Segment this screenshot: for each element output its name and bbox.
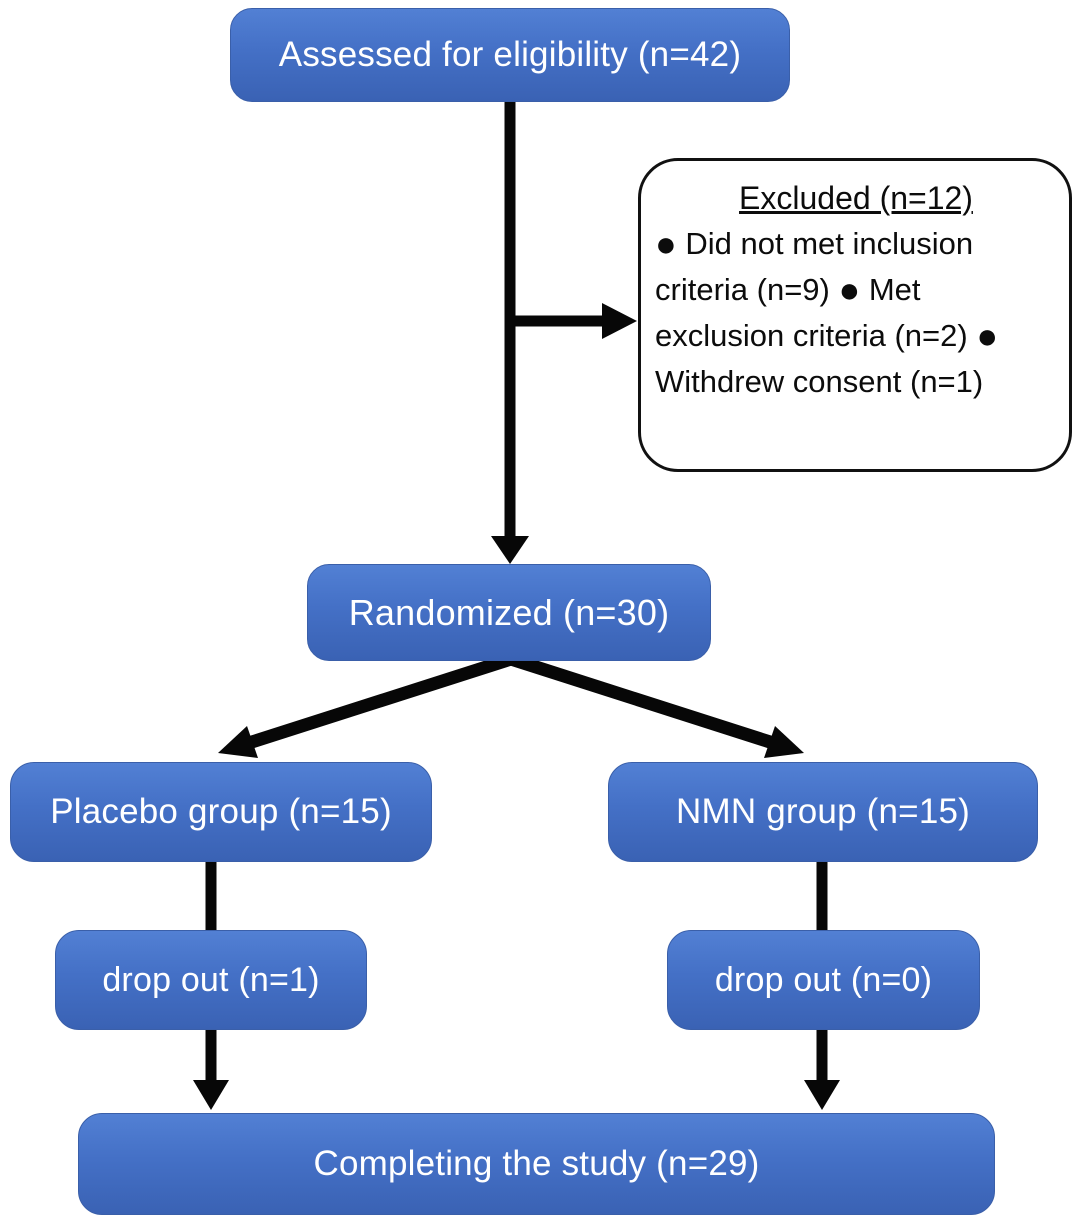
excluded-title: Excluded (n=12) [739, 180, 973, 216]
excluded-items-list: ● Did not met inclusion criteria (n=9) ●… [655, 221, 1057, 405]
box-assessed-label: Assessed for eligibility (n=42) [278, 35, 742, 74]
arrow-dropout-left-to-completing [193, 1026, 229, 1110]
arrow-randomized-to-nmn [509, 652, 804, 758]
excluded-item-label: Met exclusion criteria (n=2) [655, 272, 968, 353]
bullet-icon: ● [976, 315, 999, 356]
arrow-to-excluded [505, 303, 637, 339]
box-dropout-placebo-label: drop out (n=1) [102, 960, 320, 999]
box-dropout-nmn-label: drop out (n=0) [714, 960, 933, 999]
box-nmn-group: NMN group (n=15) [608, 762, 1038, 862]
excluded-item-label: Did not met inclusion criteria (n=9) [655, 226, 974, 307]
arrow-randomized-to-placebo [218, 652, 513, 758]
excluded-item-label: Withdrew consent (n=1) [655, 364, 984, 399]
box-excluded: Excluded (n=12) ● Did not met inclusion … [638, 158, 1072, 472]
box-placebo-group: Placebo group (n=15) [10, 762, 432, 862]
box-placebo-label: Placebo group (n=15) [50, 792, 392, 831]
box-completing-label: Completing the study (n=29) [313, 1144, 760, 1183]
excluded-item: ● Did not met inclusion criteria (n=9) [655, 223, 974, 307]
box-nmn-label: NMN group (n=15) [675, 792, 971, 831]
arrow-assessed-to-randomized [491, 98, 529, 564]
arrow-dropout-right-to-completing [804, 1026, 840, 1110]
bullet-icon: ● [838, 269, 861, 310]
excluded-item: ● Met exclusion criteria (n=2) [655, 269, 968, 353]
box-assessed-for-eligibility: Assessed for eligibility (n=42) [230, 8, 790, 102]
box-randomized-label: Randomized (n=30) [348, 591, 670, 633]
box-dropout-placebo: drop out (n=1) [55, 930, 367, 1030]
box-completing-study: Completing the study (n=29) [78, 1113, 995, 1215]
box-dropout-nmn: drop out (n=0) [667, 930, 980, 1030]
bullet-icon: ● [655, 223, 677, 264]
excluded-item: ● Withdrew consent (n=1) [655, 315, 999, 399]
box-randomized: Randomized (n=30) [307, 564, 711, 661]
